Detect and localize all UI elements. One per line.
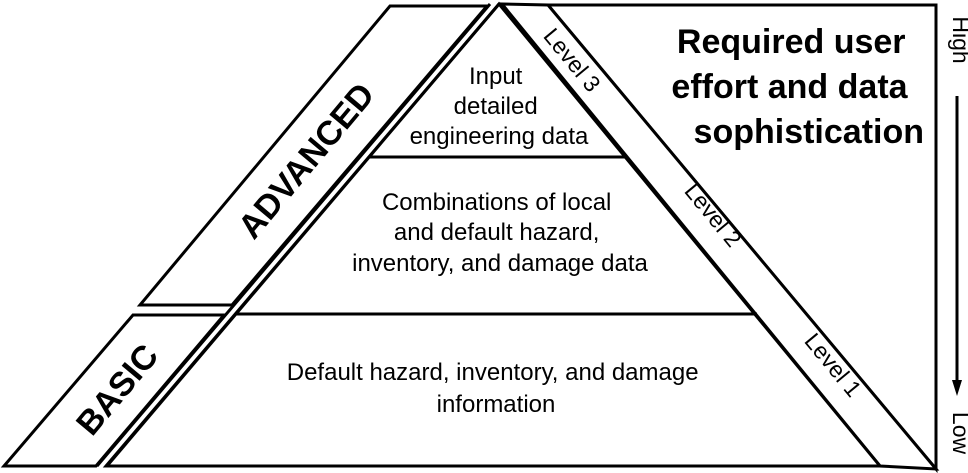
- title-line1: Required user: [677, 23, 906, 61]
- level3-description: Input detailed engineering data: [410, 63, 589, 150]
- effort-title: Required user effort and data sophistica…: [671, 23, 924, 151]
- level1-line2: information: [437, 391, 556, 418]
- basic-band: [0, 313, 228, 468]
- level3-line1: Input: [469, 63, 523, 90]
- pyramid-left-edge-inner: [105, 3, 501, 467]
- level3-line2: detailed: [454, 93, 538, 120]
- level2-line3: inventory, and damage data: [352, 250, 648, 277]
- level3-line3: engineering data: [410, 123, 589, 150]
- low-label: Low: [948, 412, 968, 455]
- title-line2: effort and data: [671, 68, 908, 106]
- level2-line2: and default hazard,: [394, 219, 600, 246]
- level2-description: Combinations of local and default hazard…: [352, 189, 648, 277]
- pyramid-left-edge-outer: [95, 3, 492, 467]
- level2-line1: Combinations of local: [382, 189, 611, 216]
- level1-description: Default hazard, inventory, and damage in…: [287, 359, 705, 418]
- high-label: High: [948, 16, 968, 63]
- arrow-down-icon: [952, 380, 962, 396]
- title-line3: sophistication: [694, 113, 924, 151]
- level1-line1: Default hazard, inventory, and damage: [287, 359, 699, 386]
